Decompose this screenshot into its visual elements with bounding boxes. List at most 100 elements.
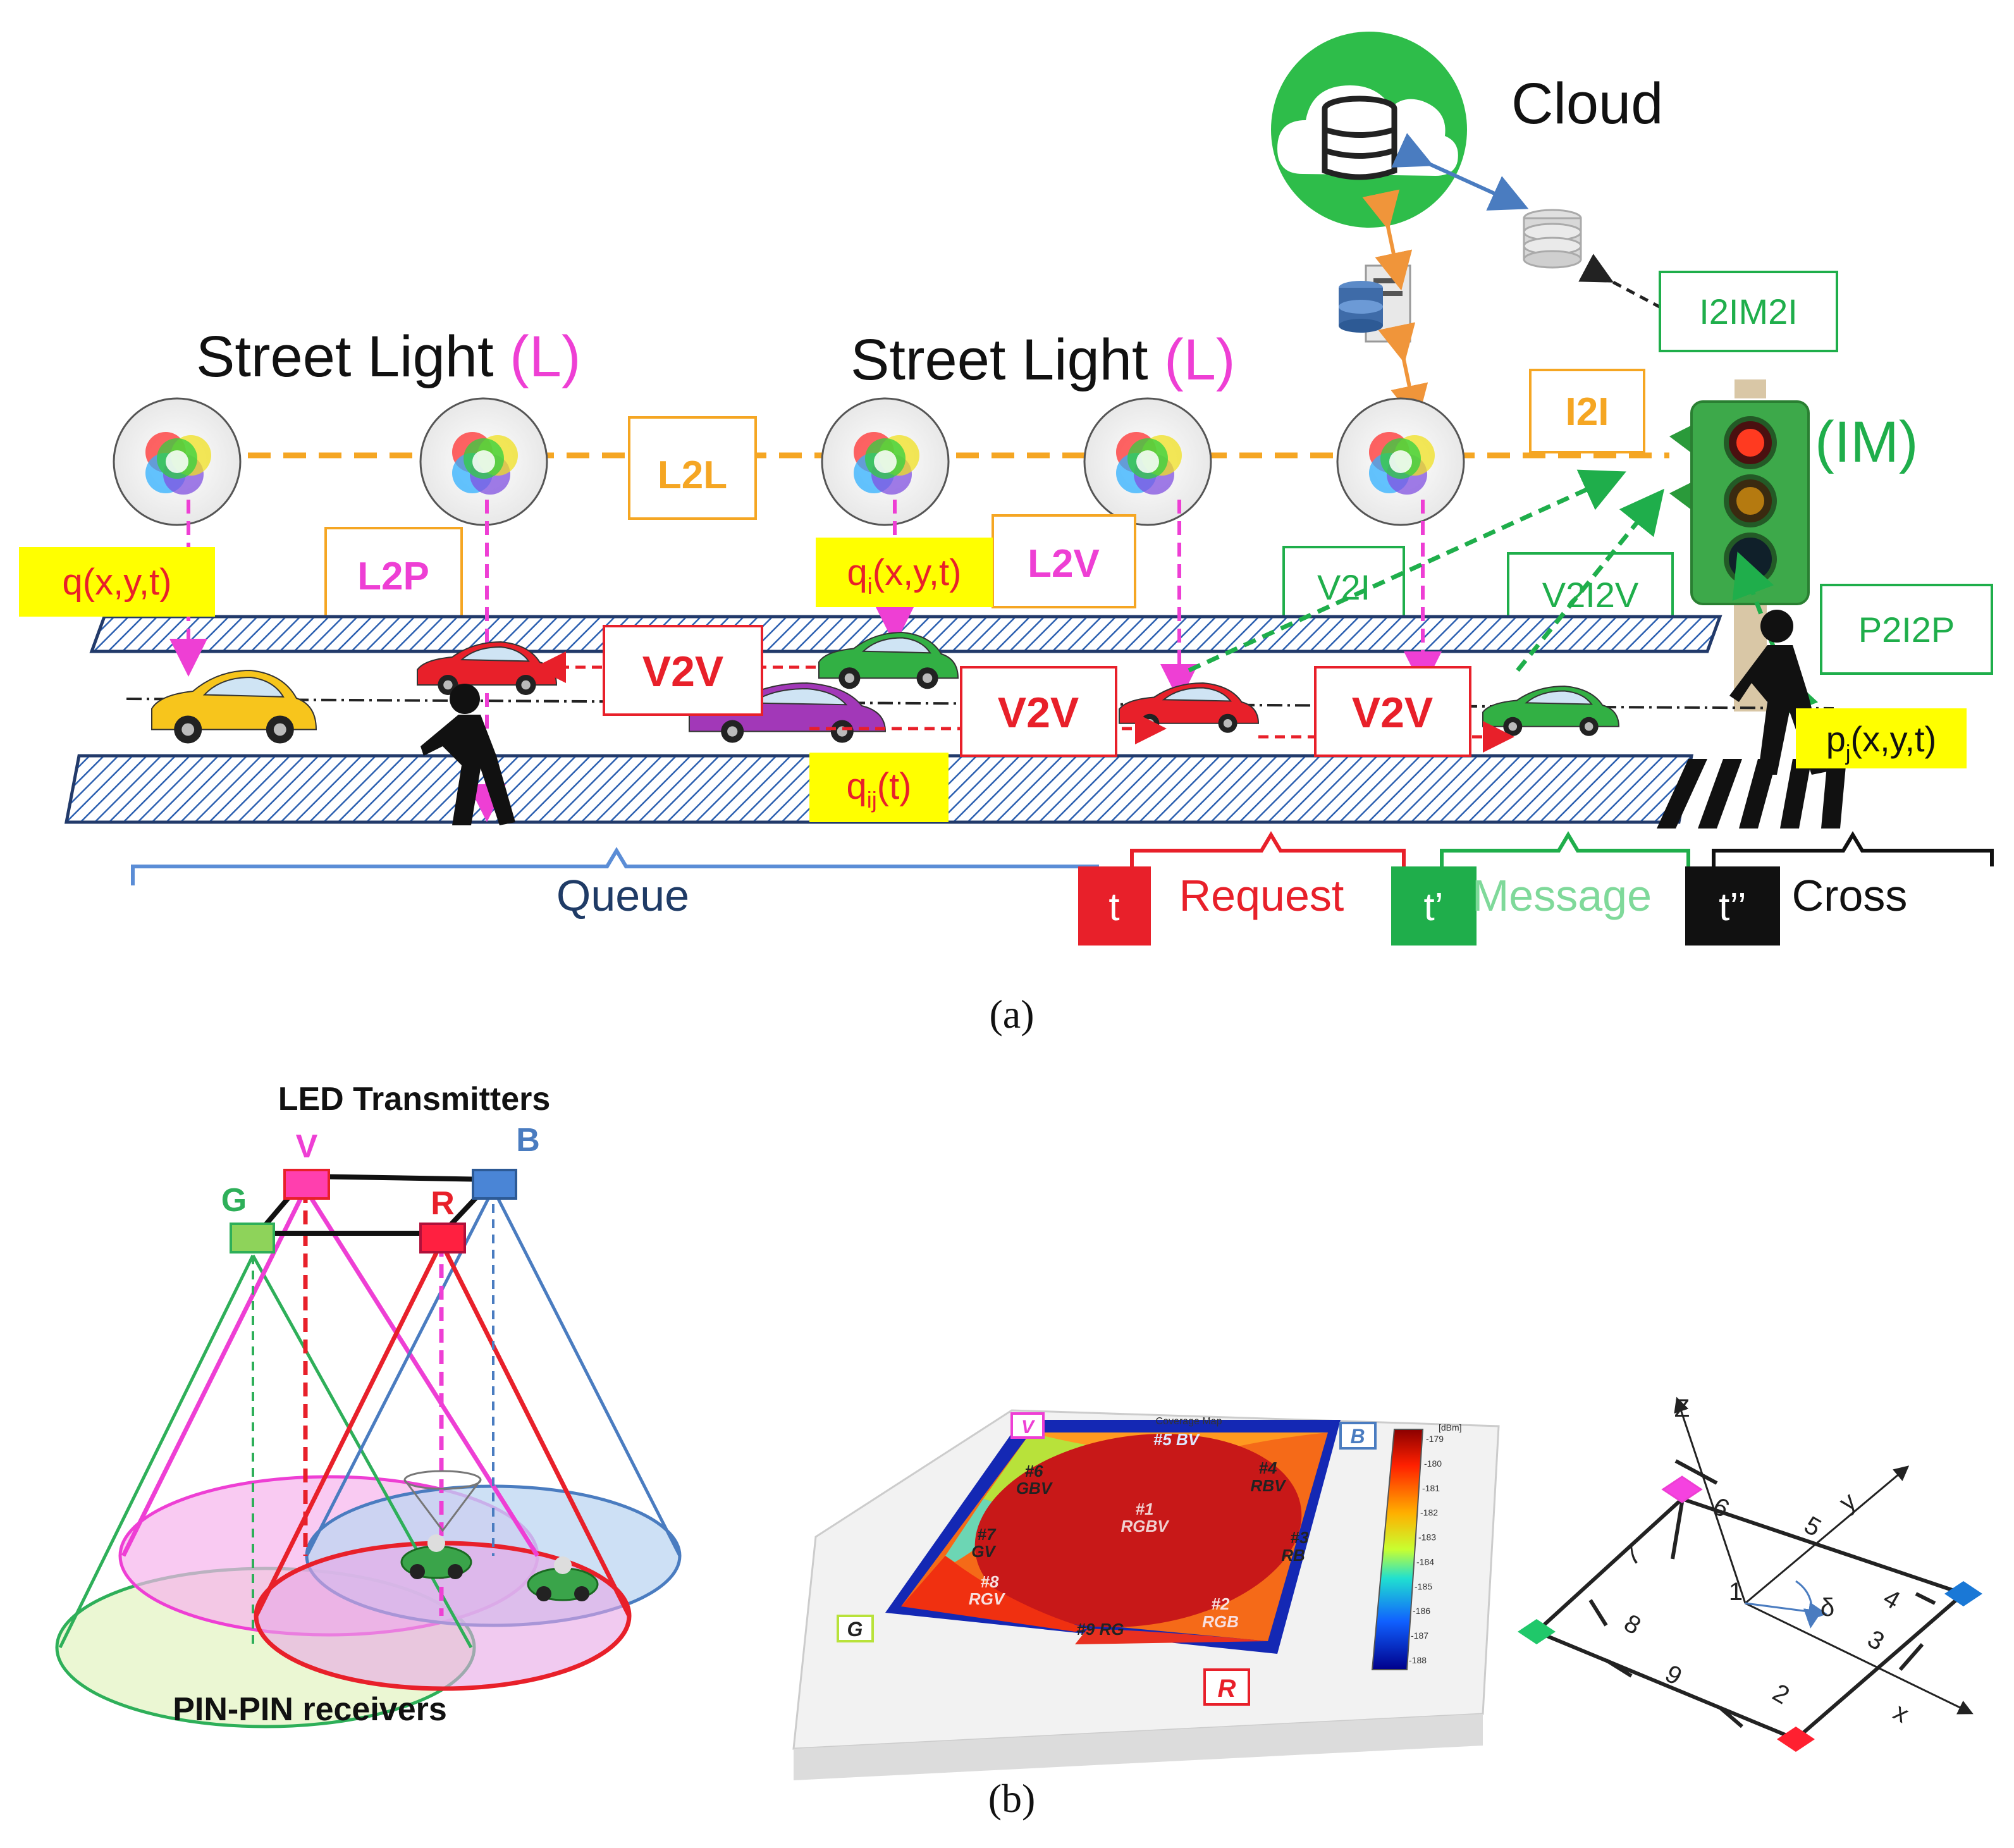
street-light-lamp-icon (1336, 397, 1465, 526)
t-request-badge (1078, 866, 1151, 946)
svg-text:1: 1 (1729, 1578, 1743, 1606)
t-request-badge-text: t (1108, 885, 1119, 929)
car-icon-red-2 (1119, 682, 1260, 733)
coverage-region-labels: #5 BV #6 GBV #4 RBV #7 GV #1 RGBV #3 RB … (969, 1430, 1309, 1639)
svg-text:2: 2 (1768, 1679, 1794, 1709)
street-light-title-1: Street Light (L) (196, 324, 581, 389)
message-brace (1440, 831, 1690, 866)
colorbar-unit: [dBm] (1439, 1422, 1462, 1432)
axis-delta-label: δ (1821, 1594, 1834, 1622)
qij-position-label: qij(t) (809, 753, 949, 822)
svg-text:5: 5 (1800, 1511, 1826, 1542)
request-label: Request (1179, 871, 1344, 920)
colorbar-tick-label: -188 (1409, 1655, 1427, 1665)
caption-a: (a) (989, 992, 1034, 1037)
svg-text:#7: #7 (978, 1525, 997, 1544)
panel-b: LED Transmitters V B G R PIN-PIN receive… (55, 1081, 1982, 1821)
t-message-badge (1391, 866, 1477, 946)
svg-text:RGBV: RGBV (1121, 1517, 1170, 1536)
request-brace (1130, 831, 1406, 866)
vehicles (151, 631, 1620, 744)
svg-text:L2V: L2V (1028, 542, 1100, 586)
colorbar-tick-label: -187 (1411, 1630, 1428, 1641)
cross-label: Cross (1792, 871, 1908, 920)
v2v-label-1: V2V (603, 625, 763, 716)
svg-text:V2V: V2V (642, 648, 724, 696)
svg-text:L2P: L2P (357, 555, 429, 598)
svg-text:P2I2P: P2I2P (1858, 610, 1955, 650)
svg-text:qij(t): qij(t) (846, 766, 911, 813)
colorbar-tick-label: -186 (1413, 1606, 1430, 1616)
svg-text:GV: GV (971, 1542, 997, 1561)
cloud-label: Cloud (1511, 71, 1663, 136)
led-cones-diagram (55, 1169, 682, 1728)
svg-text:qi(x,y,t): qi(x,y,t) (847, 552, 962, 599)
t-cross-badge-text: t’’ (1719, 885, 1747, 929)
colorbar-ticks: -179-180-181-182-183-184-185-186-187-188 (1409, 1434, 1444, 1665)
l2p-label: L2P (324, 527, 463, 624)
svg-text:L2L: L2L (658, 453, 727, 497)
svg-text:I2I: I2I (1566, 390, 1609, 434)
v2v-label-3: V2V (1314, 666, 1471, 757)
svg-text:#8: #8 (981, 1572, 999, 1591)
map-corner-g: G (847, 1618, 863, 1641)
led-transmitters-title: LED Transmitters (278, 1081, 551, 1118)
svg-text:RBV: RBV (1251, 1476, 1287, 1495)
svg-text:GBV: GBV (1016, 1479, 1053, 1498)
v2i-label: V2I (1282, 546, 1405, 627)
svg-text:#2: #2 (1212, 1594, 1230, 1613)
colorbar-tick-label: -181 (1422, 1483, 1440, 1493)
t-message-badge-text: t’ (1424, 885, 1444, 929)
led-v-box (283, 1169, 330, 1200)
i2i-label: I2I (1529, 369, 1645, 453)
axis-led-b (1944, 1581, 1982, 1606)
svg-text:#9 RG: #9 RG (1076, 1620, 1124, 1639)
message-label: Message (1472, 871, 1652, 920)
map-corner-r: R (1218, 1675, 1236, 1703)
q-position-label: q(x,y,t) (19, 547, 215, 617)
svg-text:4: 4 (1879, 1584, 1905, 1615)
l2v-label: L2V (992, 514, 1136, 608)
colorbar-tick-label: -183 (1418, 1532, 1436, 1543)
axis-y-label: y (1834, 1487, 1862, 1517)
led-v-label: V (296, 1128, 318, 1165)
cloud-icon (1271, 32, 1467, 228)
street-light-title-2: Street Light (L) (850, 328, 1236, 392)
svg-text:RGV: RGV (969, 1589, 1006, 1608)
svg-text:#4: #4 (1259, 1458, 1277, 1477)
colorbar-tick-label: -180 (1424, 1458, 1442, 1469)
colorbar-tick-label: -179 (1426, 1434, 1444, 1444)
led-b-label: B (516, 1122, 540, 1159)
crosswalk (1657, 759, 1846, 829)
coverage-map (792, 1409, 1500, 1780)
map-corner-v: V (1021, 1417, 1036, 1438)
street-light-lamps (113, 397, 1465, 526)
led-b-box (472, 1169, 517, 1200)
svg-text:V2V: V2V (1352, 689, 1434, 737)
svg-text:3: 3 (1863, 1625, 1889, 1656)
t-cross-badge (1685, 866, 1780, 946)
car-icon-purple (689, 682, 887, 743)
storage-disk-icon (1523, 209, 1582, 269)
qi-position-label: qi(x,y,t) (816, 538, 993, 607)
p2i2p-label: P2I2P (1820, 584, 1993, 675)
street-light-lamp-icon (1083, 397, 1212, 526)
street-light-lamp-icon (821, 397, 950, 526)
svg-text:pj(x,y,t): pj(x,y,t) (1826, 719, 1937, 765)
svg-text:RGB: RGB (1202, 1612, 1239, 1631)
led-r-label: R (431, 1185, 455, 1222)
svg-text:#6: #6 (1025, 1462, 1043, 1481)
server-tower-icon (1339, 264, 1411, 343)
svg-text:q(x,y,t): q(x,y,t) (63, 562, 172, 603)
queue-label: Queue (556, 871, 689, 920)
axis-led-g (1518, 1619, 1556, 1644)
pj-position-label: pj(x,y,t) (1796, 708, 1967, 768)
colorbar-tick-label: -185 (1415, 1581, 1432, 1591)
led-g-label: G (221, 1182, 247, 1219)
svg-text:#3: #3 (1291, 1528, 1309, 1547)
svg-text:V2I2V: V2I2V (1542, 575, 1639, 615)
led-g-box (230, 1223, 275, 1254)
pin-receivers-label: PIN-PIN receivers (173, 1691, 447, 1728)
car-icon-green-2 (1482, 685, 1620, 736)
